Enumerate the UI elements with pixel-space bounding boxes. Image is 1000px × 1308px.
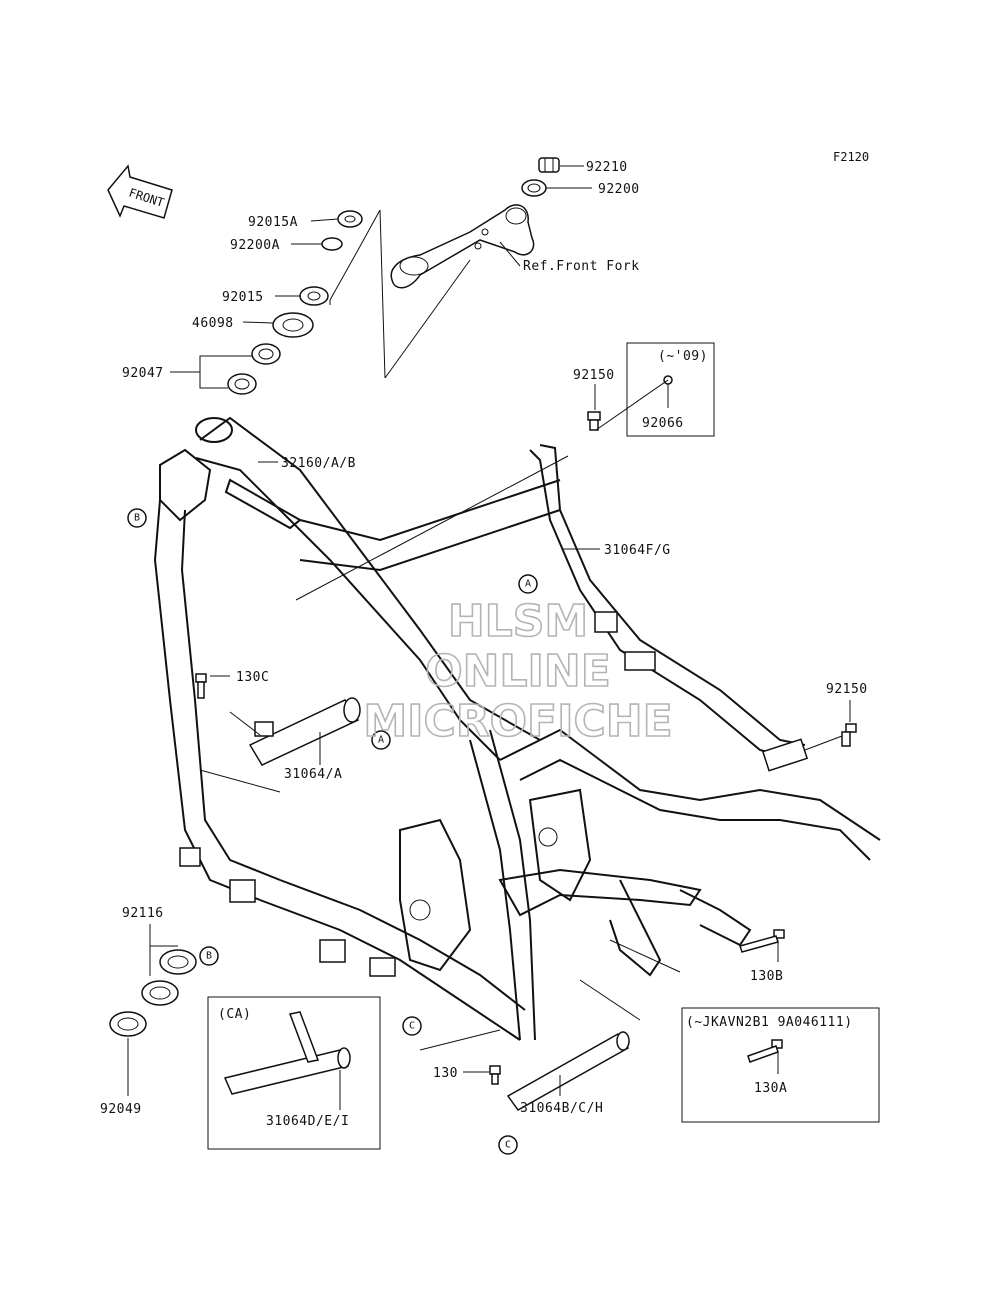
bolt-130C [195, 673, 207, 699]
tube-31064BCH [506, 1031, 630, 1111]
part-labels: 92210 92200 92015A 92200A 92015 46098 92… [100, 160, 868, 1129]
label-31064FG: 31064F/G [604, 543, 671, 558]
label-92150-top: 92150 [573, 368, 615, 383]
marker-b-top [127, 508, 147, 528]
bolt-92150-right [841, 723, 857, 747]
label-92015: 92015 [222, 290, 264, 305]
marker-a-left [371, 730, 391, 750]
svg-text:A: A [378, 735, 384, 746]
tube-31064DEI [223, 1011, 351, 1095]
watermark-line3: MICROFICHE [363, 696, 672, 747]
year-variant-box [626, 342, 715, 437]
bearing-92116 [141, 949, 197, 1006]
label-92210: 92210 [586, 160, 628, 175]
label-130A: 130A [754, 1081, 787, 1096]
marker-a-right [518, 574, 538, 594]
seal-46098 [272, 312, 314, 338]
seal-92049 [109, 1011, 147, 1037]
label-note-09: (~'09) [658, 349, 708, 364]
marker-c-bottom [498, 1135, 518, 1155]
label-31064A: 31064/A [284, 767, 342, 782]
upper-fork-bracket [390, 204, 535, 289]
label-130: 130 [433, 1066, 458, 1081]
svg-text:C: C [505, 1140, 511, 1151]
label-46098: 46098 [192, 316, 234, 331]
nut-92015 [299, 286, 329, 306]
label-32160: 32160/A/B [281, 456, 356, 471]
front-arrow-icon: FRONT [107, 164, 173, 219]
leader-lines [127, 165, 851, 1110]
watermark: HLSM ONLINE MICROFICHE [363, 595, 674, 748]
main-frame [153, 416, 881, 1041]
diagram-code: F2120 [833, 150, 869, 164]
marker-c-left [402, 1016, 422, 1036]
svg-text:B: B [206, 951, 212, 962]
bolt-130A [747, 1039, 783, 1063]
watermark-line2: ONLINE [425, 646, 611, 697]
cap-nut-92210 [538, 157, 560, 173]
label-92116: 92116 [122, 906, 164, 921]
washer-92200 [521, 179, 547, 197]
label-31064BCH: 31064B/C/H [520, 1101, 603, 1116]
bearing-92047-lower [227, 373, 257, 395]
vin-variant-box [681, 1007, 880, 1123]
svg-text:C: C [409, 1021, 415, 1032]
label-ref-front-fork: Ref.Front Fork [523, 259, 640, 274]
label-92047: 92047 [122, 366, 164, 381]
label-92066: 92066 [642, 416, 684, 431]
label-92200A: 92200A [230, 238, 280, 253]
marker-b-bottom [199, 946, 219, 966]
ca-variant-box [207, 996, 381, 1150]
label-92049: 92049 [100, 1102, 142, 1117]
bearing-92047-upper [251, 343, 281, 365]
label-92150-right: 92150 [826, 682, 868, 697]
washer-92200A [321, 237, 343, 251]
svg-text:A: A [525, 579, 531, 590]
circle-markers: B A A B C C [127, 508, 538, 1155]
bolt-92150-top [587, 411, 601, 431]
label-130B: 130B [750, 969, 783, 984]
watermark-line1: HLSM [448, 596, 588, 647]
label-ca: (CA) [218, 1007, 251, 1022]
label-31064DEI: 31064D/E/I [266, 1114, 349, 1129]
nut-92015A [337, 210, 363, 228]
label-92015A: 92015A [248, 215, 298, 230]
steering-head-parts [227, 157, 560, 395]
bolt-130 [489, 1065, 501, 1085]
label-130C: 130C [236, 670, 269, 685]
label-92200: 92200 [598, 182, 640, 197]
down-tube-31064A [248, 697, 361, 766]
label-vin-note: (~JKAVN2B1 9A046111) [686, 1015, 853, 1030]
svg-text:B: B [134, 513, 140, 524]
